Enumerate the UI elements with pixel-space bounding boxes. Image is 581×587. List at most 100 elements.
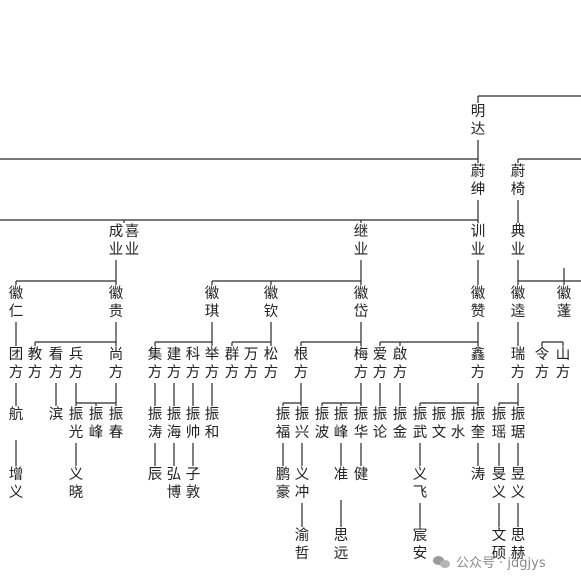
person-name: 航 [8, 407, 24, 423]
person-aifang: 爱方 [372, 346, 388, 383]
person-name: 明达 [470, 104, 486, 138]
person-zhenju: 振琚 [510, 406, 526, 443]
person-name: 振文 [431, 407, 447, 441]
person-name: 振峰 [333, 407, 349, 441]
person-bingfang: 兵方 [68, 346, 84, 383]
person-name: 松方 [263, 347, 279, 381]
person-name: 振涛 [147, 407, 163, 441]
wechat-icon [433, 555, 451, 569]
person-zhenshuai: 振帅 [185, 406, 201, 443]
person-name: 徽钦 [263, 286, 279, 320]
person-xinfang: 鑫方 [470, 346, 486, 383]
person-zhenhe: 振和 [204, 406, 220, 443]
person-zhentao: 振涛 [147, 406, 163, 443]
person-name: 振春 [108, 407, 124, 441]
person-name: 义飞 [412, 467, 428, 501]
person-hongbo: 弘博 [166, 466, 182, 503]
person-name: 振奎 [470, 407, 486, 441]
person-name: 建方 [166, 347, 182, 381]
person-name: 振帅 [185, 407, 201, 441]
person-sihe: 思赫 [510, 527, 526, 564]
person-name: 振峰 [88, 407, 104, 441]
person-name: 爱方 [372, 347, 388, 381]
person-hang: 航 [8, 406, 24, 426]
person-zhenfeng2: 振峰 [333, 406, 349, 443]
person-name: 渝哲 [294, 528, 310, 562]
person-name: 振兴 [294, 407, 310, 441]
person-huiqin: 徽钦 [263, 285, 279, 322]
person-dianye: 典业 [510, 223, 526, 260]
person-name: 群方 [224, 347, 240, 381]
person-lingfang: 令方 [534, 346, 550, 383]
person-name: 徽琪 [204, 286, 220, 320]
person-name: 思赫 [510, 528, 526, 562]
person-tuanfang: 团方 [8, 346, 24, 383]
person-name: 义冲 [294, 467, 310, 501]
person-name: 典业 [510, 224, 526, 258]
person-name: 振论 [372, 407, 388, 441]
person-name: 文硕 [491, 528, 507, 562]
person-name: 增义 [8, 467, 24, 501]
person-xiye: 喜业成业 [108, 223, 140, 260]
person-name: 振金 [392, 407, 408, 441]
person-name: 振琚 [510, 407, 526, 441]
person-huizan: 徽赞 [470, 285, 486, 322]
person-name: 思远 [333, 528, 349, 562]
person-name: 科方 [185, 347, 201, 381]
person-name: 万方 [243, 347, 259, 381]
person-name: 振武 [412, 407, 428, 441]
person-name: 喜业 [124, 224, 140, 258]
person-name: 令方 [534, 347, 550, 381]
person-name: 团方 [8, 347, 24, 381]
person-name: 蔚绅 [470, 164, 486, 198]
person-zhenshui: 振水 [450, 406, 466, 443]
person-huiqi: 徽琪 [204, 285, 220, 322]
person-tao: 涛 [470, 466, 486, 486]
person-yifei: 义飞 [412, 466, 428, 503]
person-chenan: 宸安 [412, 527, 428, 564]
person-name: 成业 [108, 224, 124, 258]
person-name: 继业 [353, 224, 369, 258]
person-minyi: 旻义 [491, 466, 507, 503]
person-name: 鑫方 [470, 347, 486, 381]
person-name: 鹏豪 [275, 467, 291, 501]
person-name: 振瑶 [491, 407, 507, 441]
person-name: 徽蓬 [556, 286, 572, 320]
person-yuyi: 昱义 [510, 466, 526, 503]
person-bin: 滨 [48, 406, 64, 426]
person-name: 徽贵 [108, 286, 124, 320]
person-name: 义晓 [68, 467, 84, 501]
person-zhenlun: 振论 [372, 406, 388, 443]
person-jiye: 继业 [353, 223, 369, 260]
person-shangfang: 尚方 [108, 346, 124, 383]
person-huida: 徽逵 [510, 285, 526, 322]
watermark: 公众号 · jdgjys [433, 552, 546, 571]
person-kanfang: 看方 [48, 346, 64, 383]
person-zhenxing: 振兴 [294, 406, 310, 443]
person-name: 健 [353, 467, 369, 483]
person-zhenfeng1: 振峰 [88, 406, 104, 443]
person-xunye: 训业 [470, 223, 486, 260]
person-name: 振波 [314, 407, 330, 441]
person-huigui: 徽贵 [108, 285, 124, 322]
person-zhenguang: 振光 [68, 406, 84, 443]
person-weishen: 蔚绅 [470, 163, 486, 200]
person-jufang: 举方 [204, 346, 220, 383]
person-zidun: 子敦 [185, 466, 201, 503]
person-name: 振海 [166, 407, 182, 441]
person-wenshuo: 文硕 [491, 527, 507, 564]
person-name: 尚方 [108, 347, 124, 381]
person-zhenwu: 振武 [412, 406, 428, 443]
person-yuzhe: 渝哲 [294, 527, 310, 564]
person-name: 徽岱 [353, 286, 369, 320]
person-zhenyao: 振瑶 [491, 406, 507, 443]
person-weiqi: 蔚椅 [510, 163, 526, 200]
person-name: 徽仁 [8, 286, 24, 320]
person-name: 振光 [68, 407, 84, 441]
person-siyuan: 思远 [333, 527, 349, 564]
person-name: 宸安 [412, 528, 428, 562]
person-name: 徽逵 [510, 286, 526, 320]
person-name: 准 [333, 467, 349, 483]
person-chen: 辰 [147, 466, 163, 486]
